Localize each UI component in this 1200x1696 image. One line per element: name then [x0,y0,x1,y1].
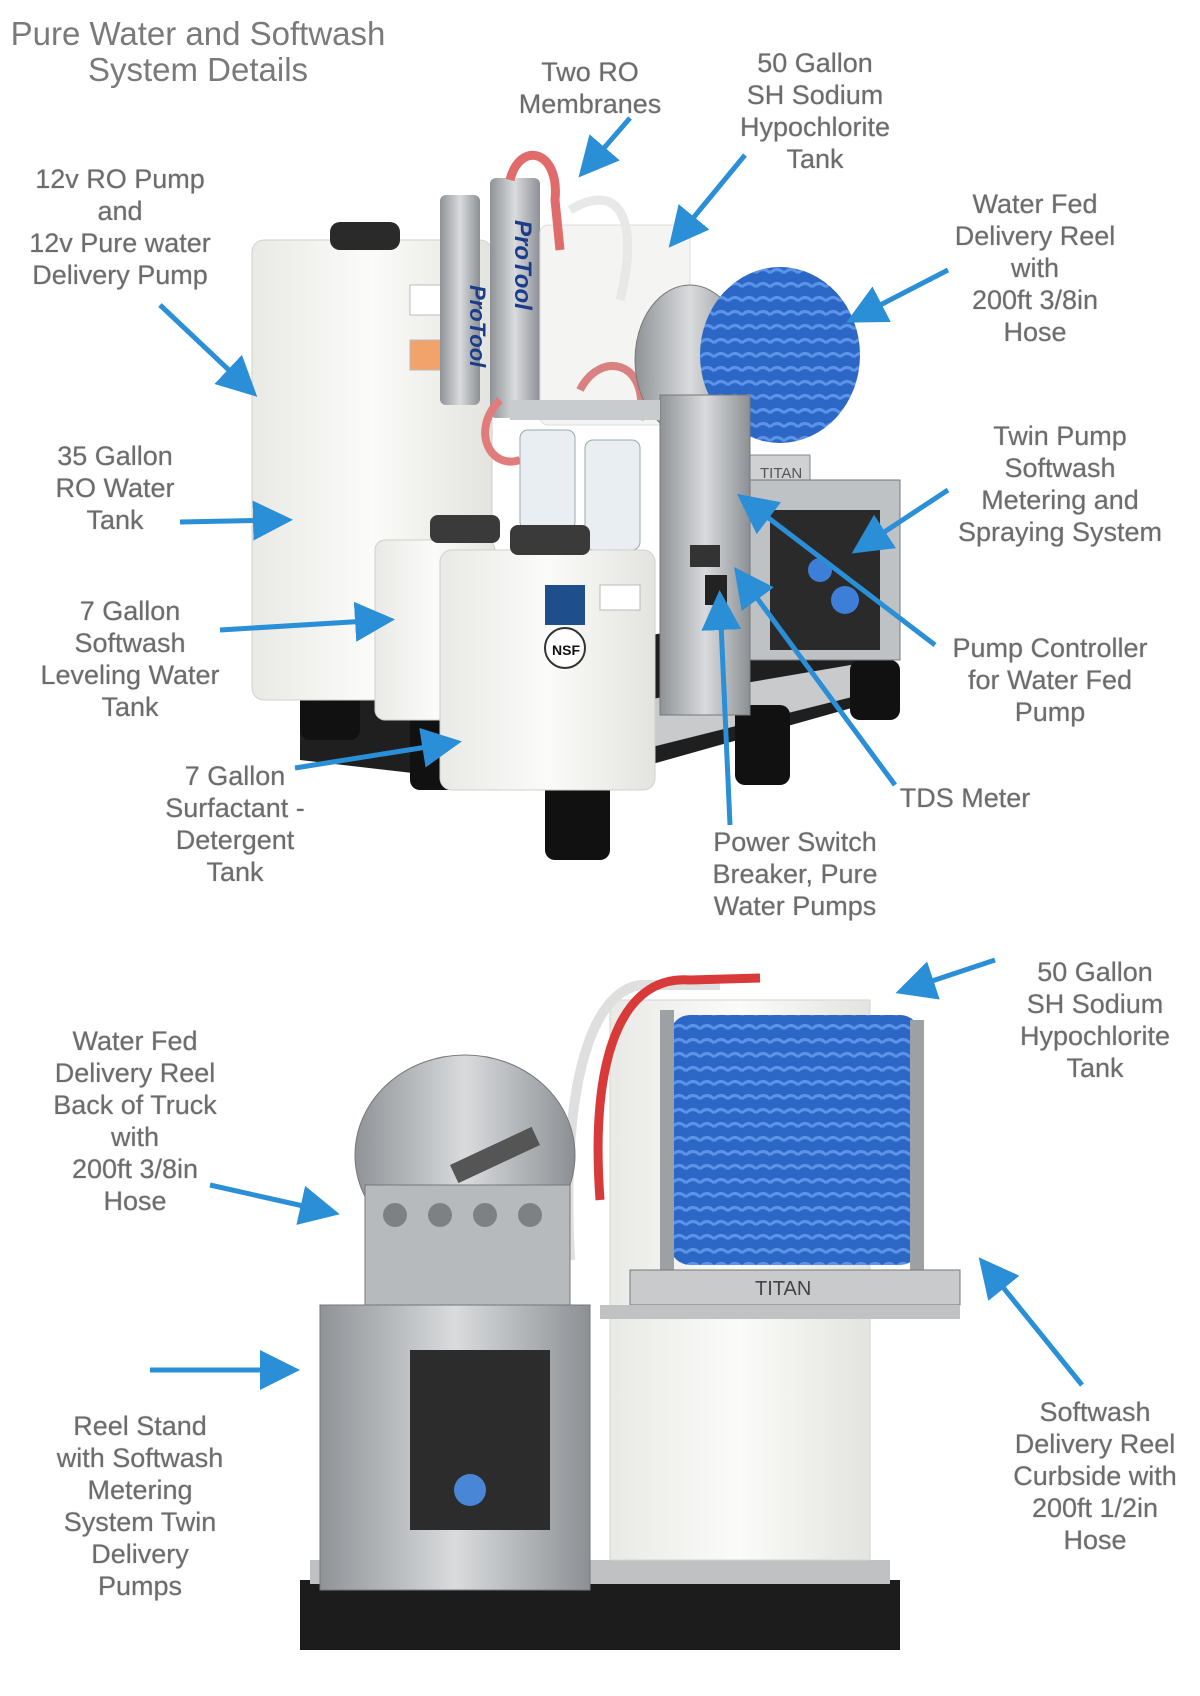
callout-line: with [1010,253,1059,283]
callout-line: SH Sodium [746,80,884,110]
callout-line: for Water Fed [967,665,1133,695]
callout-line: Detergent [175,825,295,855]
callout-line: 35 Gallon [57,441,173,471]
titan-brand-text-bottom: TITAN [755,1278,811,1300]
page-title: Pure Water and Softwash System Details [8,16,388,88]
callout-line: Hypochlorite [1019,1021,1171,1051]
nsf-label: NSF [552,642,580,658]
callout-line: Tank [101,692,159,722]
callout-line: 12v Pure water [29,228,211,258]
callout-line: TDS Meter [899,783,1031,813]
callout-tds-meter: TDS Meter [890,782,1040,814]
callout-surfactant-tank: 7 Gallon Surfactant - Detergent Tank [150,760,320,888]
softwash-reel: TITAN [600,1010,961,1319]
callout-line: 7 Gallon [184,761,286,791]
callout-line: Tank [86,505,144,535]
callout-line: Metering and [981,485,1139,515]
callout-ro-pump: 12v RO Pump and 12v Pure water Delivery … [20,163,220,291]
callout-line: Tank [1066,1053,1124,1083]
reel-stand-box [319,1304,591,1591]
callout-line: Curbside with [1013,1461,1177,1491]
callout-line: 50 Gallon [757,48,873,78]
top-photo: ProTool ProTool TITAN [158,116,950,860]
callout-twin-pump: Twin Pump Softwash Metering and Spraying… [950,420,1170,548]
callout-line: Hose [103,1186,167,1216]
filter-housings [510,400,660,551]
callout-line: Water Pumps [713,891,877,921]
callout-line: 50 Gallon [1037,957,1153,987]
callout-line: Breaker, Pure [712,859,878,889]
callout-ro-membranes: Two RO Membranes [510,56,670,120]
title-line: Pure Water and Softwash [10,15,386,52]
callout-line: Power Switch [713,827,877,857]
callout-line: Pump Controller [952,633,1148,663]
surfactant-tank-7gal: NSF [439,525,656,791]
callout-line: Leveling Water [40,660,220,690]
callout-line: with [110,1122,159,1152]
callout-line: 7 Gallon [79,596,181,626]
callout-line: Water Fed [72,1026,198,1056]
callout-line: Membranes [518,89,662,119]
callout-line: Spraying System [957,517,1163,547]
callout-line: Two RO [541,57,639,87]
callout-arrows-bottom [150,957,1084,1390]
callout-line: SH Sodium [1026,989,1164,1019]
back-reel [354,1054,576,1306]
titan-brand-text: TITAN [760,465,802,482]
callout-arrows-top [158,116,950,826]
callout-ro-tank: 35 Gallon RO Water Tank [45,440,185,536]
callout-softwash-reel: Softwash Delivery Reel Curbside with 200… [1000,1396,1190,1556]
callout-line: System Twin [63,1507,217,1537]
title-line: System Details [87,51,309,88]
protool-brand-text: ProTool [509,220,536,311]
callout-line: Reel Stand [73,1411,207,1441]
callout-water-fed-reel: Water Fed Delivery Reel with 200ft 3/8in… [935,188,1135,348]
callout-line: Water Fed [972,189,1098,219]
callout-line: Metering [87,1475,193,1505]
callout-line: Back of Truck [53,1090,217,1120]
callout-line: Delivery Reel [1014,1429,1176,1459]
callout-pump-controller: Pump Controller for Water Fed Pump [940,632,1160,728]
pallet-bottom [300,1580,900,1650]
callout-line: and [97,196,143,226]
callout-line: Hose [1003,317,1067,347]
power-switch-device [705,575,727,605]
callout-leveling-tank: 7 Gallon Softwash Leveling Water Tank [25,595,235,723]
callout-line: 200ft 1/2in [1031,1493,1159,1523]
callout-line: Softwash [74,628,186,658]
callout-line: 200ft 3/8in [971,285,1099,315]
callout-line: Hypochlorite [739,112,891,142]
bottom-photo: TITAN [150,957,1084,1650]
callout-line: with Softwash [56,1443,224,1473]
callout-line: Delivery Reel [54,1058,216,1088]
callout-line: Surfactant - [165,793,305,823]
callout-line: 200ft 3/8in [71,1154,199,1184]
callout-sh-tank: 50 Gallon SH Sodium Hypochlorite Tank [720,47,910,175]
callout-line: Hose [1063,1525,1127,1555]
tds-meter-device [690,545,720,567]
callout-line: Delivery [91,1539,189,1569]
callout-line: 12v RO Pump [35,164,205,194]
callout-power-switch: Power Switch Breaker, Pure Water Pumps [700,826,890,922]
callout-line: RO Water [55,473,175,503]
callout-line: Softwash [1004,453,1116,483]
callout-line: Delivery Pump [32,260,208,290]
callout-line: Pump [1014,697,1086,727]
protool-brand-text: ProTool [465,285,490,368]
callout-line: Twin Pump [993,421,1127,451]
callout-line: Tank [206,857,264,887]
callout-line: Pumps [97,1571,183,1601]
callout-line: Delivery Reel [954,221,1116,251]
callout-line: Tank [786,144,844,174]
callout-back-reel: Water Fed Delivery Reel Back of Truck wi… [40,1025,230,1217]
ro-membranes: ProTool ProTool [440,178,540,418]
callout-reel-stand: Reel Stand with Softwash Metering System… [40,1410,240,1602]
callout-line: Softwash [1039,1397,1151,1427]
callout-sh-tank-2: 50 Gallon SH Sodium Hypochlorite Tank [1000,956,1190,1084]
